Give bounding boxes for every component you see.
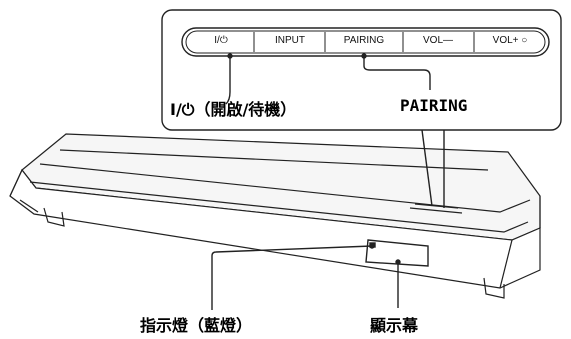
indicator-callout-label: 指示燈（藍燈） [140,316,253,335]
callout-connectors [421,129,445,208]
input-button-label: INPUT [275,35,305,46]
pairing-callout-label: PAIRING [400,96,468,115]
soundbar-body [9,133,541,299]
power-button-label: I/⏻ [214,35,228,46]
top-control-slit [409,203,463,214]
vol-up-button-label: VOL+ ○ [492,35,528,46]
leader-lines [211,53,431,310]
pairing-button-label: PAIRING [343,35,385,46]
power-callout-label: I/⏻（開啟/待機） [170,100,297,119]
vol-down-button-label: VOL— [422,35,454,46]
control-panel-callout [161,9,562,131]
display-callout-label: 顯示幕 [370,316,419,335]
